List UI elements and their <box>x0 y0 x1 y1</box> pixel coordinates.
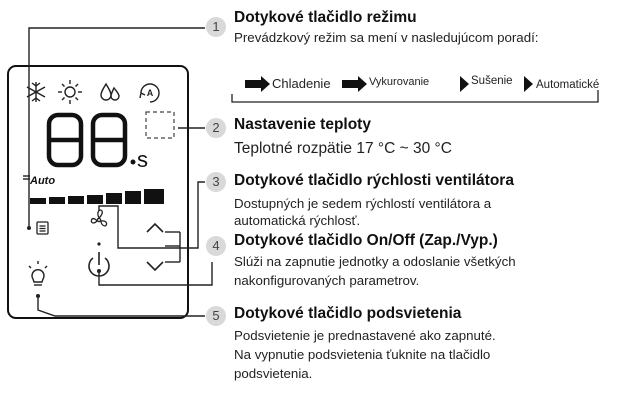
arrow-2 <box>342 76 367 92</box>
callout-4-desc-line-2: nakonfigurovaných parametrov. <box>234 273 420 288</box>
mode-drying-label: Sušenie <box>471 75 513 87</box>
thermostat-panel <box>7 65 189 319</box>
callout-badge-1: 1 <box>206 17 226 37</box>
callout-3-desc-line-1: Dostupných je sedem rýchlostí ventilátor… <box>234 196 492 211</box>
callout-5-title: Dotykové tlačidlo podsvietenia <box>234 305 462 322</box>
mode-auto-label: Automatické <box>536 79 600 91</box>
sun-icon <box>58 80 82 104</box>
callout-5-desc-line-3: podsvietenia. <box>234 366 313 381</box>
decimal-point <box>130 159 136 165</box>
fan-icon[interactable] <box>90 209 108 227</box>
chevron-up-icon[interactable] <box>146 222 164 233</box>
svg-text:A: A <box>147 88 154 98</box>
auto-label: Auto <box>29 175 55 187</box>
callout-1-title: Dotykové tlačidlo režimu <box>234 9 417 26</box>
backlight-icon[interactable] <box>28 261 48 286</box>
snowflake-icon <box>26 82 46 102</box>
mode-cycle-bracket <box>231 90 599 103</box>
fan-dot <box>97 242 101 246</box>
fan-speed-bars <box>30 189 164 204</box>
temperature-digits <box>46 112 128 168</box>
callout-5-desc-line-1: Podsvietenie je prednastavené ako zapnut… <box>234 328 496 343</box>
callout-badge-5: 5 <box>206 306 226 326</box>
callout-badge-4: 4 <box>206 236 226 256</box>
mode-cooling-label: Chladenie <box>272 76 331 91</box>
menu-icon[interactable] <box>36 221 49 235</box>
callout-2-desc: Teplotné rozpätie 17 °C ~ 30 °C <box>234 140 452 157</box>
callout-4-desc-line-1: Slúži na zapnutie jednotky a odoslanie v… <box>234 254 516 269</box>
auto-mode-icon: A <box>139 83 160 103</box>
chevron-down-icon[interactable] <box>146 261 164 272</box>
callout-2-title: Nastavenie teploty <box>234 116 371 133</box>
callout-3-title: Dotykové tlačidlo rýchlosti ventilátora <box>234 172 514 189</box>
arrow-1 <box>245 76 270 92</box>
callout-1-desc: Prevádzkový režim sa mení v nasledujúcom… <box>234 30 539 45</box>
callout-5-desc-line-2: Na vypnutie podsvietenia ťuknite na tlač… <box>234 347 491 362</box>
callout-badge-3: 3 <box>206 172 226 192</box>
setpoint-indicator <box>145 111 175 139</box>
mode-heating-label: Vykurovanie <box>369 76 430 88</box>
unit-letter: s <box>137 147 148 172</box>
arrow-3 <box>460 76 469 92</box>
leader-lines <box>27 27 213 317</box>
callout-badge-2: 2 <box>206 118 226 138</box>
callout-3-desc-line-2: automatická rýchlosť. <box>234 213 361 228</box>
droplets-icon <box>100 82 120 101</box>
arrow-4 <box>524 76 533 92</box>
callout-4-title: Dotykové tlačidlo On/Off (Zap./Vyp.) <box>234 232 498 249</box>
